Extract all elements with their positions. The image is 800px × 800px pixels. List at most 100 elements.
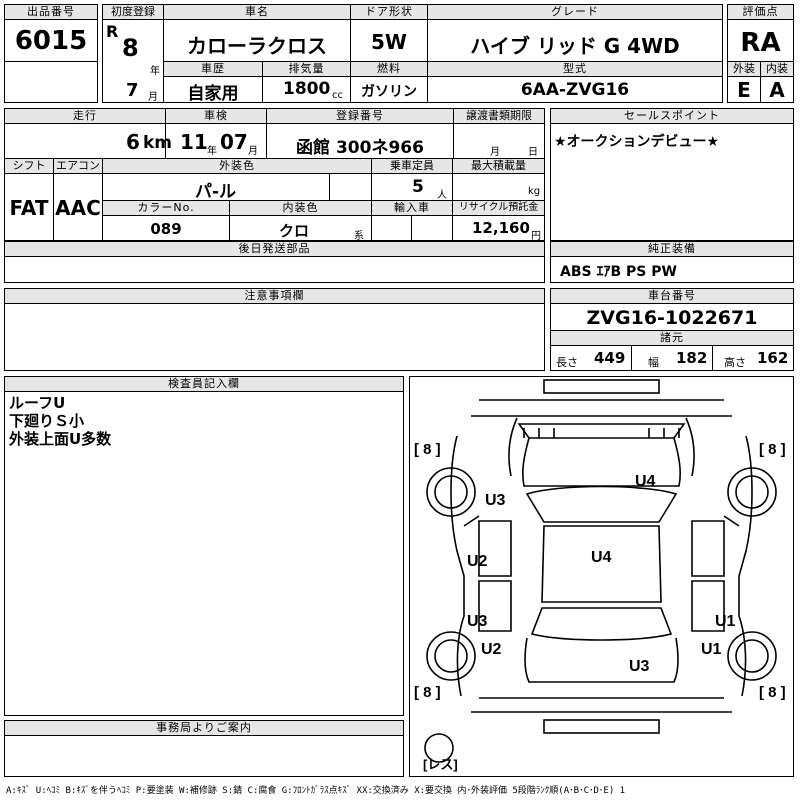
- wheel-front-right: [727, 467, 777, 517]
- interior-label: 内装: [760, 61, 794, 77]
- wheel-rear-left-inner: [434, 639, 468, 673]
- sales-point-value: ★オークションデビュー★: [554, 134, 720, 150]
- recycle-label: リサイクル預託金: [452, 200, 545, 216]
- grade-label: グレード: [427, 4, 723, 20]
- capacity-label: 乗車定員: [371, 158, 453, 174]
- hood-shape: [517, 423, 686, 439]
- tire-depth-rr: [ 8 ]: [759, 684, 786, 701]
- sales-point-label: セールスポイント: [550, 108, 794, 124]
- door-value: 5W: [371, 30, 407, 54]
- roof-shape: [541, 525, 662, 603]
- rear-window-shape: [530, 607, 673, 641]
- front-panel: [522, 437, 681, 487]
- inspector-line-2: 下廻りＳ小: [9, 412, 85, 430]
- first-reg-label: 初度登録: [102, 4, 164, 20]
- rear-bumper-shape: [543, 719, 660, 734]
- displacement-value: 1800: [283, 79, 331, 99]
- mileage-label: 走行: [4, 108, 166, 124]
- mark-left-rear-fender: U2: [481, 641, 502, 658]
- wheel-front-right-inner: [735, 475, 769, 509]
- right-door-panels: [691, 520, 725, 632]
- inspection-year: 11: [180, 130, 208, 154]
- notes-area: [4, 303, 545, 371]
- specs-width-label: 幅: [648, 356, 659, 369]
- mark-hood: U4: [635, 473, 656, 490]
- interior-color-label: 内装色: [229, 200, 372, 216]
- grade-value: ハイブ リッド G 4WD: [470, 34, 680, 58]
- windshield-shape: [525, 485, 678, 523]
- model-value: 6AA-ZVG16: [520, 80, 630, 100]
- equipment-cell: [550, 256, 794, 283]
- transfer-month-unit: 月: [490, 147, 500, 158]
- equipment-label: 純正装備: [550, 241, 794, 257]
- inspector-area: [4, 391, 404, 716]
- inspection-month: 07: [220, 130, 248, 154]
- import-divider: [411, 215, 412, 241]
- exterior-value: E: [737, 78, 751, 102]
- specs-div2: [712, 345, 713, 371]
- first-reg-year: 8: [122, 34, 139, 62]
- mark-left-rear-door: U3: [467, 613, 488, 630]
- transfer-label: 譲渡書類期限: [453, 108, 545, 124]
- lot-no-label: 出品番号: [4, 4, 98, 20]
- first-reg-year-unit: 年: [150, 66, 160, 77]
- interior-color-unit: 系: [354, 231, 364, 242]
- office-label: 事務局よりご案内: [4, 720, 404, 736]
- wheel-front-left-inner: [434, 475, 468, 509]
- car-name-label: 車名: [163, 4, 351, 20]
- chassis-label: 車台番号: [550, 288, 794, 304]
- mark-right-rear-door: U1: [715, 613, 736, 630]
- right-body-outline: [738, 435, 753, 697]
- reg-no-value: 函館 300ネ966: [296, 138, 424, 158]
- tire-depth-fr: [ 8 ]: [759, 441, 786, 458]
- hood-sides: [508, 417, 695, 477]
- recycle-unit: 円: [531, 231, 541, 242]
- front-edge-lines: [471, 399, 732, 417]
- specs-length: 449: [594, 349, 626, 367]
- inspection-month-unit: 月: [248, 146, 258, 157]
- score-label: 評価点: [727, 4, 794, 20]
- shift-label: シフト: [4, 158, 54, 174]
- first-reg-era: R: [106, 22, 119, 41]
- model-cell: [427, 76, 723, 103]
- aircon-label: エアコン: [53, 158, 103, 174]
- inspector-line-1: ルーフU: [9, 394, 66, 412]
- chassis-value: ZVG16-1022671: [586, 307, 758, 329]
- import-cell: [371, 215, 453, 241]
- spare-tire: [424, 733, 454, 763]
- wheel-rear-right-inner: [735, 639, 769, 673]
- later-parts-label: 後日発送部品: [4, 241, 545, 257]
- first-reg-month: 7: [126, 80, 139, 101]
- import-label: 輸入車: [371, 200, 453, 216]
- inspection-year-unit: 年: [207, 146, 217, 157]
- history-label: 車歴: [163, 61, 263, 77]
- inspector-label: 検査員記入欄: [4, 376, 404, 392]
- later-parts-cell: [4, 256, 545, 283]
- left-body-outline: [450, 435, 465, 697]
- mark-right-rear-fender: U1: [701, 641, 722, 658]
- model-label: 型式: [427, 61, 723, 77]
- mark-roof: U4: [591, 549, 612, 566]
- specs-label: 諸元: [550, 330, 794, 346]
- grille-ticks: [523, 428, 680, 438]
- office-area: [4, 735, 404, 777]
- history-value: 自家用: [187, 84, 239, 104]
- recycle-cell: [452, 215, 545, 241]
- tire-depth-rl: [ 8 ]: [414, 684, 441, 701]
- specs-width: 182: [676, 349, 708, 367]
- front-bumper-shape: [543, 379, 660, 394]
- trunk-shape: [524, 637, 679, 683]
- specs-div1: [631, 345, 632, 371]
- lot-no-below: [4, 61, 98, 103]
- max-load-label: 最大積載量: [452, 158, 545, 174]
- capacity-value: 5: [412, 177, 424, 197]
- mileage-unit: km: [143, 133, 173, 153]
- color-no-value: 089: [150, 220, 182, 238]
- specs-height-label: 高さ: [724, 356, 746, 369]
- inspector-line-3: 外装上面U多数: [9, 430, 112, 448]
- mark-trunk: U3: [629, 658, 650, 675]
- score-value: RA: [740, 28, 781, 58]
- spare-tire-label: [レス]: [423, 757, 458, 772]
- mileage-cell: [4, 123, 166, 159]
- mirror-lines: [463, 515, 740, 527]
